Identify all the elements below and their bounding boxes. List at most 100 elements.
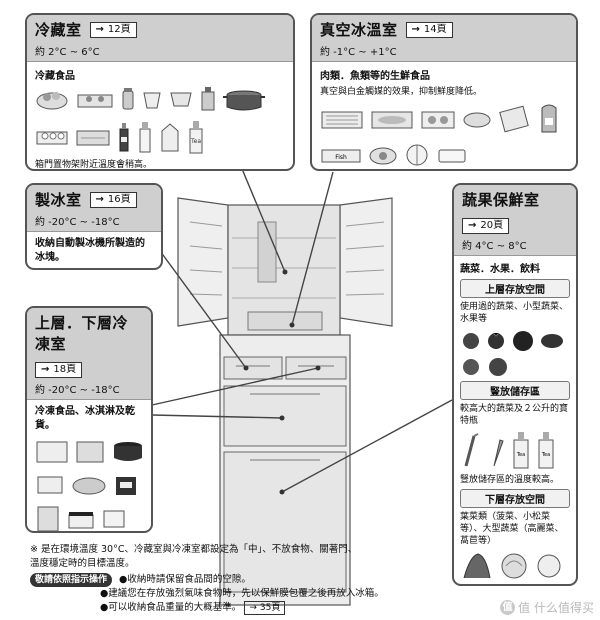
- dried-food-icon: [37, 506, 59, 531]
- spinach-icon: [463, 553, 491, 579]
- panel-header: 上層．下層冷凍室 → 18頁 約 -20°C ~ -18°C: [27, 308, 151, 400]
- panel-title: 上層．下層冷凍室: [35, 314, 129, 353]
- upper-storage-desc: 使用過的蔬菜、小型蔬菜、水果等: [460, 302, 569, 324]
- cream-box-icon: [103, 510, 125, 528]
- svg-text:Fish: Fish: [335, 154, 347, 161]
- temperature-range: 約 -20°C ~ -18°C: [35, 385, 120, 396]
- upper-storage-icons: [460, 328, 570, 377]
- frozen-bag-icon: [36, 441, 68, 463]
- page-reference: → 20頁: [462, 218, 510, 234]
- arrow-right-icon: →: [468, 220, 477, 231]
- temperature-range: 約 2°C ~ 6°C: [35, 47, 100, 58]
- ice-room-panel: 製冰室 → 16頁 約 -20°C ~ -18°C 收納自動製冰機所製造的冰塊。: [25, 183, 163, 270]
- food-container-icon: [68, 512, 94, 529]
- cup-dessert-icon: [170, 92, 192, 107]
- vacuum-chilled-room-panel: 真空冰溫室 → 14頁 約 -1°C ~ +1°C 肉類．魚類等的生鮮食品 真空…: [310, 13, 578, 171]
- tomato-icon: [488, 332, 504, 349]
- peach-icon: [463, 359, 479, 375]
- food-tray-icon: [77, 94, 113, 108]
- panel-header: 製冰室 → 16頁 約 -20°C ~ -18°C: [27, 185, 161, 232]
- milk-bottle-icon: [139, 122, 151, 153]
- page-reference: → 12頁: [89, 21, 137, 38]
- ice-cream-box-icon: [116, 477, 136, 495]
- packaged-food-icon: [76, 130, 110, 146]
- yogurt-cup-icon: [143, 92, 161, 109]
- vegetable-drawer: [223, 451, 347, 593]
- panel-title: 製冰室: [35, 191, 82, 209]
- sauce-bottle-icon: [119, 123, 129, 152]
- vertical-storage-title: 豎放儲存區: [460, 381, 570, 400]
- lower-freezer-drawer: [223, 385, 347, 447]
- upper-storage-title: 上層存放空間: [460, 279, 570, 298]
- right-door: [339, 197, 393, 327]
- ice-cream-tub-icon: [114, 442, 142, 461]
- food-heading: 肉類．魚類等的生鮮食品: [320, 71, 430, 82]
- frozen-pack-icon: [76, 441, 104, 463]
- wrapped-food-icon: [499, 105, 529, 133]
- sushi-plate-icon: [369, 147, 397, 165]
- footer-tips: 敬請依照指示操作 ●收納時請保留食品間的空隙。 ●建議您在存放強烈氣味食物時，先…: [30, 573, 450, 615]
- left-door: [177, 197, 229, 327]
- lower-storage-desc: 葉菜類（菠菜、小松菜等）、大型蔬菜（高麗菜、萵苣等）: [460, 512, 564, 546]
- food-icons: Fish: [320, 102, 572, 168]
- cabbage-icon: [501, 553, 527, 579]
- watermark-text: 值 什么值得买: [518, 601, 594, 615]
- food-heading: 冷藏食品: [35, 71, 75, 82]
- bottle-2l-second-icon: Tea: [538, 432, 554, 469]
- milk-carton-icon: [161, 123, 179, 152]
- seafood-pack-icon: [421, 111, 455, 129]
- svg-text:Tea: Tea: [516, 452, 525, 458]
- frozen-box-icon: [37, 476, 63, 494]
- instruction-badge: 敬請依照指示操作: [30, 573, 113, 587]
- vacuum-compartment: [247, 311, 323, 331]
- vertical-storage-note: 豎放儲存區的溫度較高。: [460, 475, 560, 485]
- page-reference: → 18頁: [35, 362, 83, 378]
- arrow-right-icon: →: [41, 364, 50, 375]
- fruit-icon: [513, 331, 533, 351]
- temperature-range: 約 -20°C ~ -18°C: [35, 217, 120, 228]
- tip-line-2: ●建議您在存放強烈氣味食物時，先以保鮮膜包覆之後再放入冰箱。: [100, 588, 384, 599]
- fruit-cut-icon: [406, 144, 428, 166]
- bottle-2l-icon: Tea: [513, 432, 529, 469]
- tip-line-1: ●收納時請保留食品間的空隙。: [119, 574, 251, 585]
- page-reference: → 35頁: [244, 601, 286, 615]
- page-reference: → 16頁: [89, 191, 137, 208]
- pot-icon: [223, 90, 265, 111]
- lettuce-icon: [537, 554, 561, 578]
- arrow-right-icon: →: [95, 193, 104, 205]
- panel-title: 真空冰溫室: [320, 21, 398, 39]
- food-heading: 蔬菜．水果．飲料: [460, 264, 540, 275]
- leek-icon: [464, 433, 479, 467]
- fish-fillet-icon: Fish: [321, 149, 361, 163]
- bread-icon: [72, 477, 106, 495]
- vertical-storage-icons: Tea Tea: [460, 430, 570, 470]
- temperature-range: 約 4°C ~ 8°C: [462, 241, 527, 252]
- watermark-logo: 值: [500, 600, 516, 615]
- grape-icon: [489, 358, 507, 376]
- panel-title: 蔬果保鮮室: [462, 191, 540, 209]
- refrigerator-room-panel: 冷藏室 → 12頁 約 2°C ~ 6°C 冷藏食品 Tea 箱門置物架附近溫度…: [25, 13, 295, 171]
- tip-line-3: ●可以收納食品重量的大概基準。: [100, 602, 242, 613]
- watermark: 值 值 什么值得买: [500, 599, 594, 616]
- panel-header: 真空冰溫室 → 14頁 約 -1°C ~ +1°C: [312, 15, 576, 62]
- bowl-icon: [463, 112, 491, 128]
- bottle-small-icon: [201, 87, 215, 111]
- ice-drawer: [223, 356, 283, 380]
- freezer-room-panel: 上層．下層冷凍室 → 18頁 約 -20°C ~ -18°C 冷凍食品、冰淇淋及…: [25, 306, 153, 533]
- arrow-right-icon: →: [411, 23, 420, 35]
- page-reference: → 14頁: [405, 21, 453, 38]
- eggplant-icon: [541, 334, 563, 348]
- onion-icon: [463, 333, 479, 349]
- lower-storage-icons: [460, 550, 570, 580]
- food-icons: [35, 438, 147, 531]
- temperature-range: 約 -1°C ~ +1°C: [320, 47, 397, 58]
- panel-description: 真空與白金觸媒的效果，抑制鮮度降低。: [320, 87, 483, 97]
- vertical-storage-desc: 較高大的蔬菜及２公升的寶特瓶: [460, 404, 569, 426]
- footer-footnote: ※ 是在環境溫度 30°C、冷藏室與冷凍室都設定為「中」、不放食物、關著門、溫度…: [30, 544, 358, 569]
- lower-storage-title: 下層存放空間: [460, 489, 570, 508]
- panel-title: 冷藏室: [35, 21, 82, 39]
- meat-tray-icon: [321, 111, 363, 129]
- svg-text:Tea: Tea: [541, 452, 550, 458]
- vegetable-room-panel: 蔬果保鮮室 → 20頁 約 4°C ~ 8°C 蔬菜．水果．飲料 上層存放空間 …: [452, 183, 578, 586]
